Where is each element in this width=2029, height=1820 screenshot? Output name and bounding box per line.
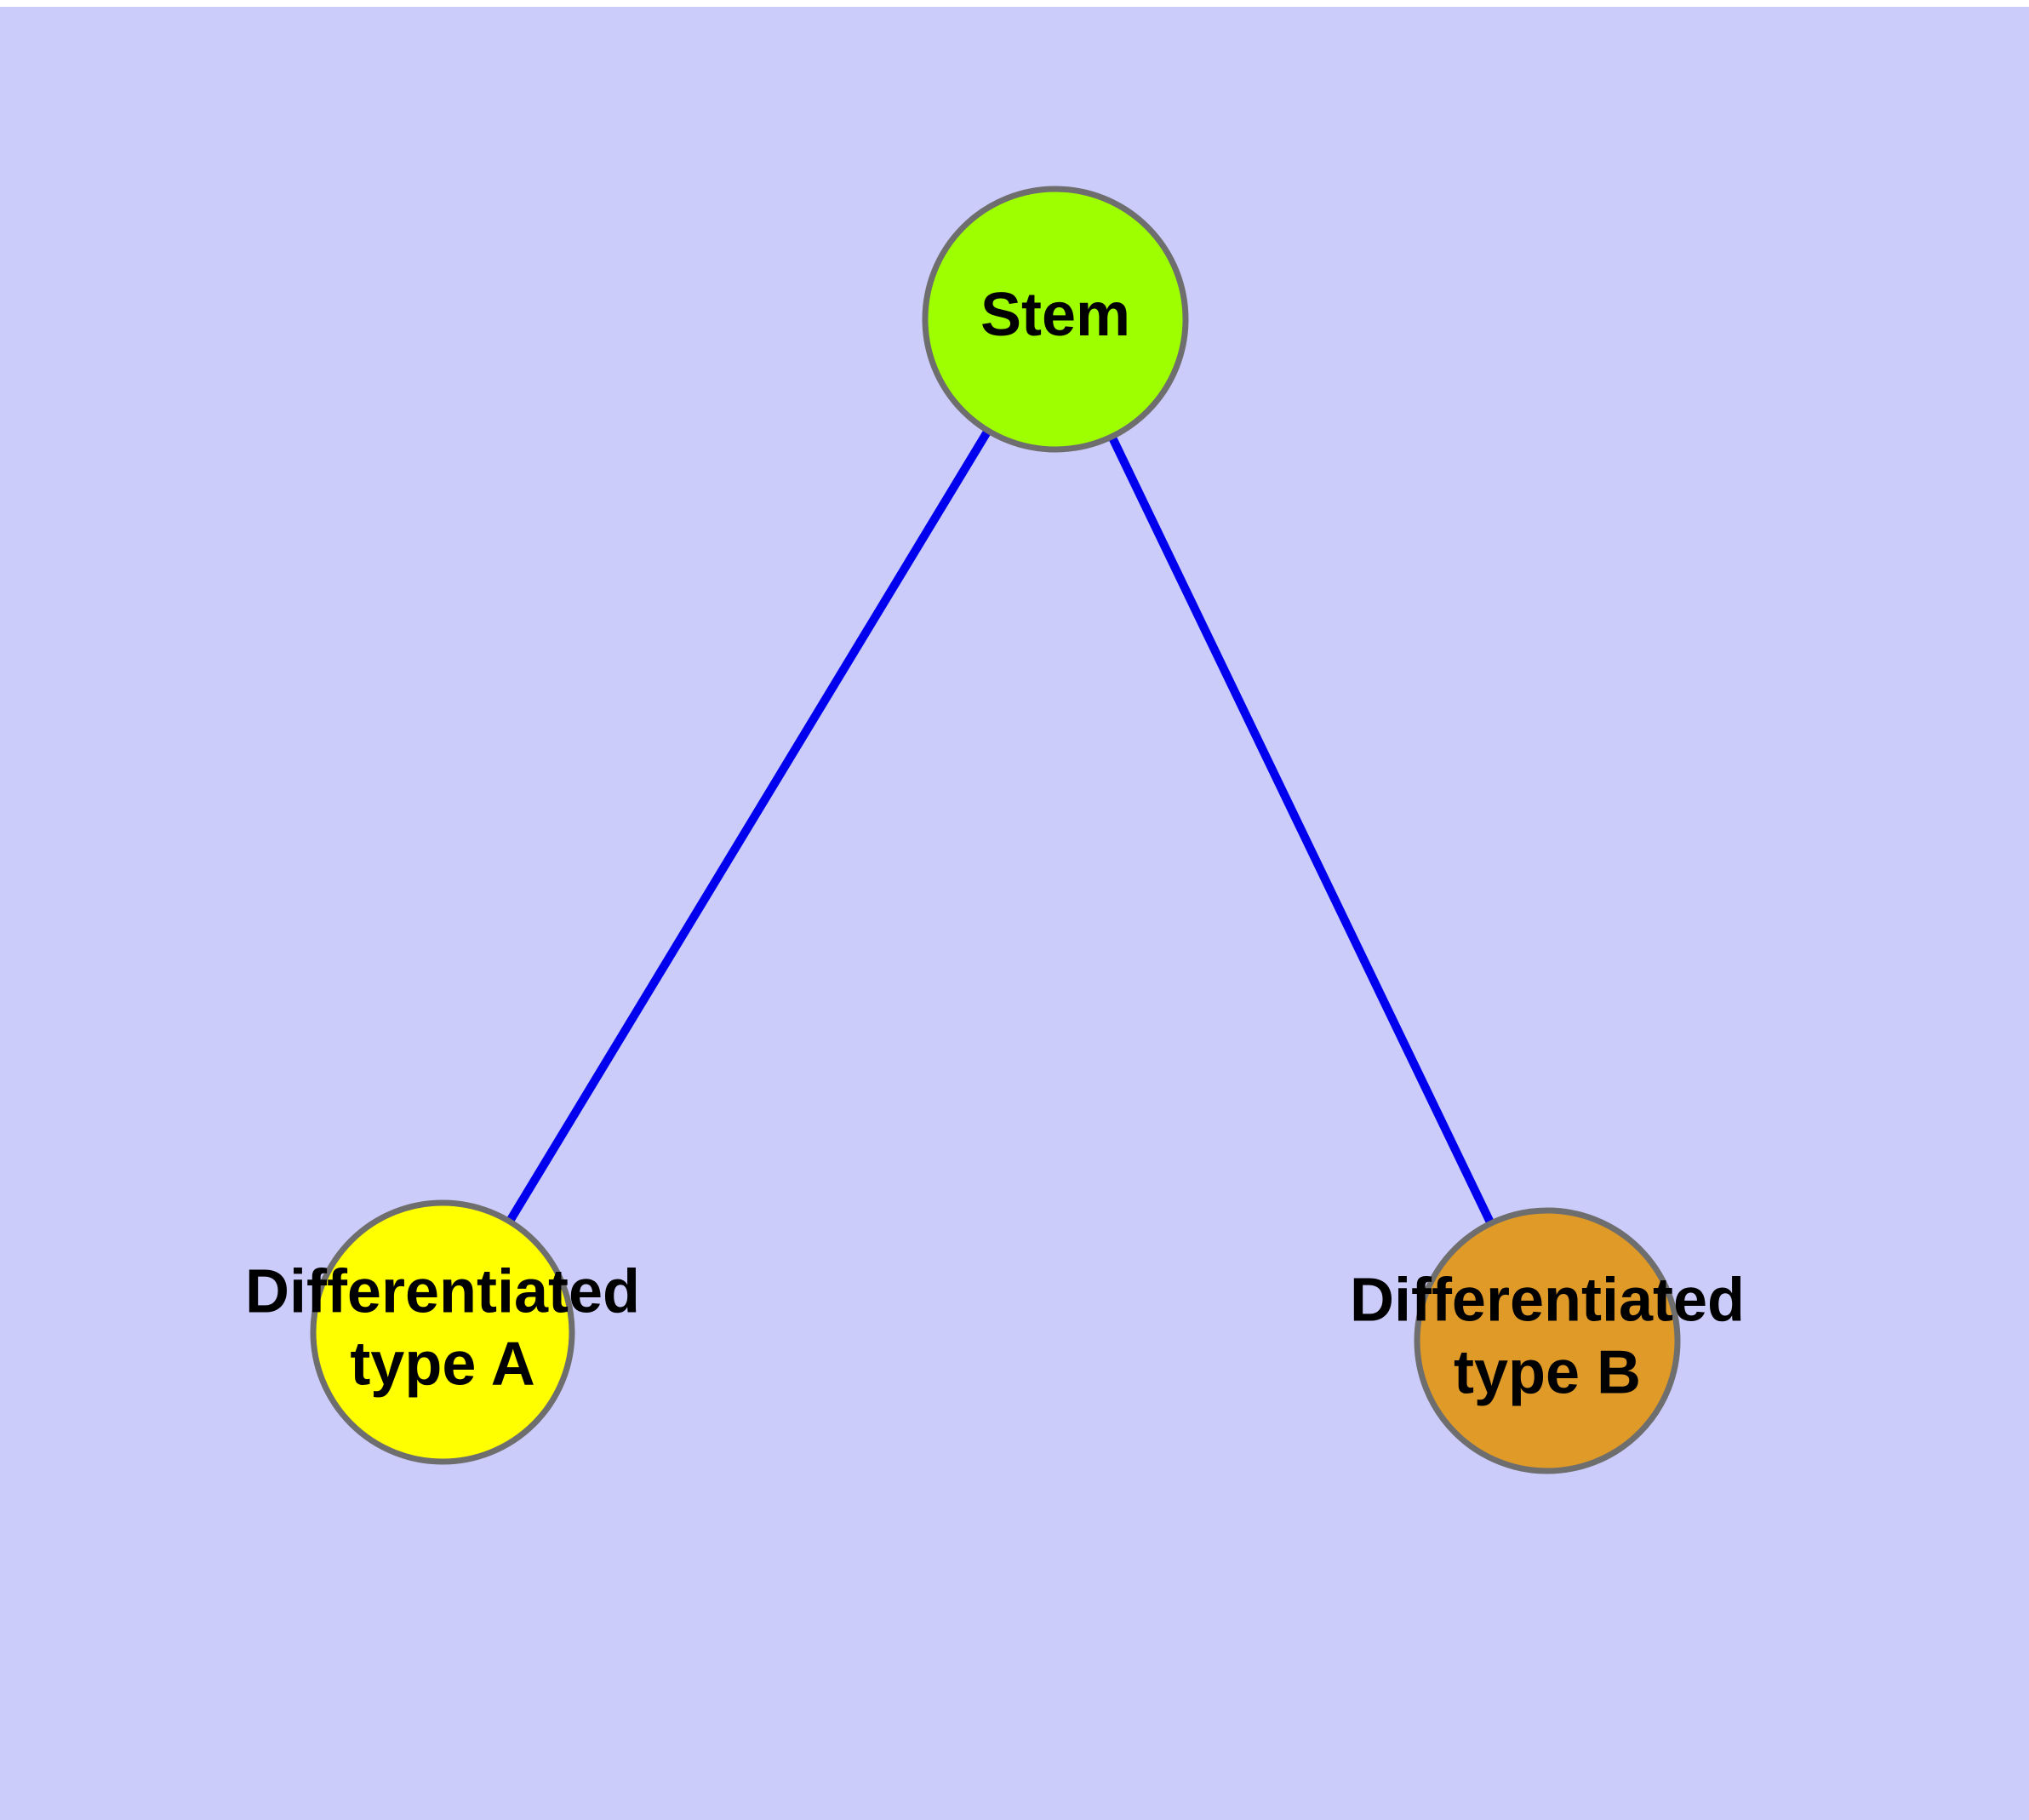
node-label-line: Differentiated xyxy=(245,1258,640,1326)
node-label-line: Differentiated xyxy=(1350,1267,1745,1335)
edge-layer xyxy=(506,428,1495,1226)
node-differentiated-type-b-circle[interactable] xyxy=(1414,1207,1681,1474)
node-stem[interactable] xyxy=(922,186,1189,453)
node-label-line: type B xyxy=(1454,1338,1641,1406)
node-differentiated-type-a[interactable] xyxy=(310,1199,575,1465)
node-differentiated-type-a-circle[interactable] xyxy=(310,1199,575,1465)
edge-stem-to-differentiated-type-b[interactable] xyxy=(1107,434,1495,1226)
node-label-line: Stem xyxy=(980,281,1130,349)
node-label-stem: Stem xyxy=(980,281,1130,349)
node-stem-circle[interactable] xyxy=(922,186,1189,453)
edge-stem-to-differentiated-type-a[interactable] xyxy=(506,428,992,1224)
node-layer xyxy=(310,186,1681,1474)
node-differentiated-type-b[interactable] xyxy=(1414,1207,1681,1474)
node-label-line: type A xyxy=(350,1330,534,1398)
